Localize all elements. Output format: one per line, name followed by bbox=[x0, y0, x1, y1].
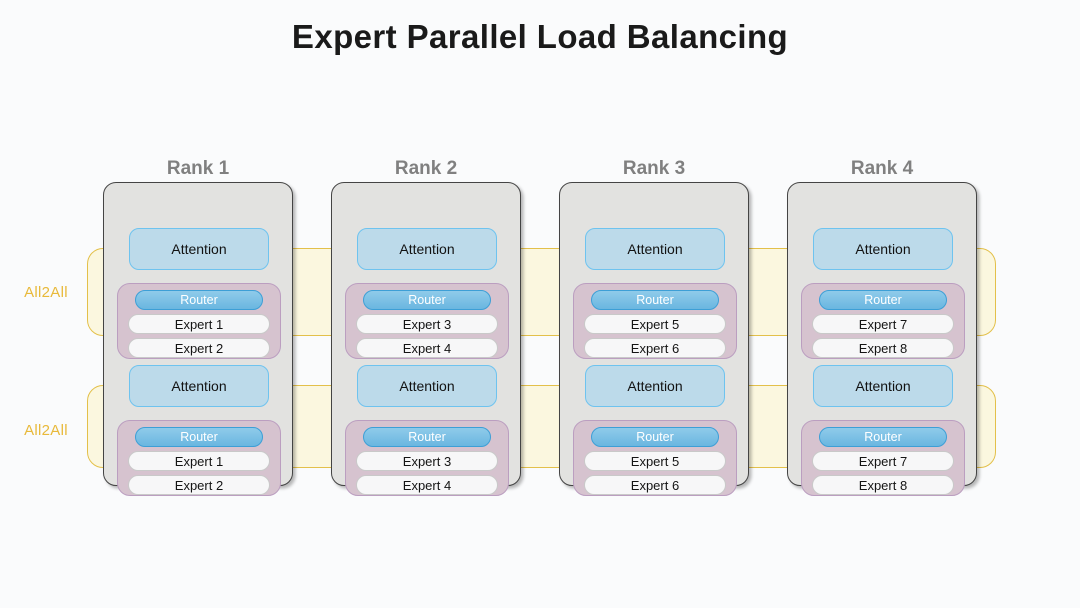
expert-block[interactable]: Expert 2 bbox=[128, 475, 270, 495]
expert-block[interactable]: Expert 8 bbox=[812, 475, 954, 495]
expert-block[interactable]: Expert 6 bbox=[584, 475, 726, 495]
router-block[interactable]: Router bbox=[591, 427, 719, 447]
expert-block[interactable]: Expert 1 bbox=[128, 451, 270, 471]
expert-block[interactable]: Expert 8 bbox=[812, 338, 954, 358]
router-block[interactable]: Router bbox=[819, 290, 947, 310]
rank-title-3: Rank 3 bbox=[622, 158, 686, 179]
expert-block[interactable]: Expert 7 bbox=[812, 451, 954, 471]
attention-block[interactable]: Attention bbox=[585, 365, 725, 407]
all2all-label-bottom: All2All bbox=[24, 422, 68, 439]
rank-card-1[interactable]: Attention Router Expert 1 Expert 2 Atten… bbox=[103, 182, 293, 496]
expert-block[interactable]: Expert 3 bbox=[356, 451, 498, 471]
moe-block: Router Expert 7 Expert 8 bbox=[801, 420, 965, 496]
rank-column-4: Rank 4 Attention Router Expert 7 Expert … bbox=[787, 158, 977, 496]
moe-block: Router Expert 3 Expert 4 bbox=[345, 420, 509, 496]
rank-column-3: Rank 3 Attention Router Expert 5 Expert … bbox=[559, 158, 749, 496]
attention-block[interactable]: Attention bbox=[357, 228, 497, 270]
rank-card-2[interactable]: Attention Router Expert 3 Expert 4 Atten… bbox=[331, 182, 521, 496]
expert-block[interactable]: Expert 4 bbox=[356, 338, 498, 358]
moe-block: Router Expert 1 Expert 2 bbox=[117, 420, 281, 496]
attention-block[interactable]: Attention bbox=[813, 365, 953, 407]
moe-block: Router Expert 1 Expert 2 bbox=[117, 283, 281, 359]
router-block[interactable]: Router bbox=[135, 290, 263, 310]
expert-block[interactable]: Expert 4 bbox=[356, 475, 498, 495]
attention-block[interactable]: Attention bbox=[129, 228, 269, 270]
expert-block[interactable]: Expert 1 bbox=[128, 314, 270, 334]
all2all-label-top: All2All bbox=[24, 284, 68, 301]
page-title: Expert Parallel Load Balancing bbox=[291, 18, 789, 55]
router-block[interactable]: Router bbox=[363, 290, 491, 310]
expert-block[interactable]: Expert 6 bbox=[584, 338, 726, 358]
expert-block[interactable]: Expert 2 bbox=[128, 338, 270, 358]
attention-block[interactable]: Attention bbox=[129, 365, 269, 407]
attention-block[interactable]: Attention bbox=[357, 365, 497, 407]
expert-block[interactable]: Expert 5 bbox=[584, 314, 726, 334]
rank-title-2: Rank 2 bbox=[394, 158, 458, 179]
moe-block: Router Expert 7 Expert 8 bbox=[801, 283, 965, 359]
attention-block[interactable]: Attention bbox=[585, 228, 725, 270]
router-block[interactable]: Router bbox=[363, 427, 491, 447]
router-block[interactable]: Router bbox=[591, 290, 719, 310]
expert-block[interactable]: Expert 3 bbox=[356, 314, 498, 334]
router-block[interactable]: Router bbox=[819, 427, 947, 447]
rank-card-4[interactable]: Attention Router Expert 7 Expert 8 Atten… bbox=[787, 182, 977, 496]
expert-block[interactable]: Expert 7 bbox=[812, 314, 954, 334]
rank-column-1: Rank 1 Attention Router Expert 1 Expert … bbox=[103, 158, 293, 496]
rank-title-4: Rank 4 bbox=[850, 158, 914, 179]
expert-block[interactable]: Expert 5 bbox=[584, 451, 726, 471]
moe-block: Router Expert 3 Expert 4 bbox=[345, 283, 509, 359]
router-block[interactable]: Router bbox=[135, 427, 263, 447]
moe-block: Router Expert 5 Expert 6 bbox=[573, 420, 737, 496]
rank-title-1: Rank 1 bbox=[166, 158, 230, 179]
rank-card-3[interactable]: Attention Router Expert 5 Expert 6 Atten… bbox=[559, 182, 749, 496]
moe-block: Router Expert 5 Expert 6 bbox=[573, 283, 737, 359]
rank-column-2: Rank 2 Attention Router Expert 3 Expert … bbox=[331, 158, 521, 496]
attention-block[interactable]: Attention bbox=[813, 228, 953, 270]
